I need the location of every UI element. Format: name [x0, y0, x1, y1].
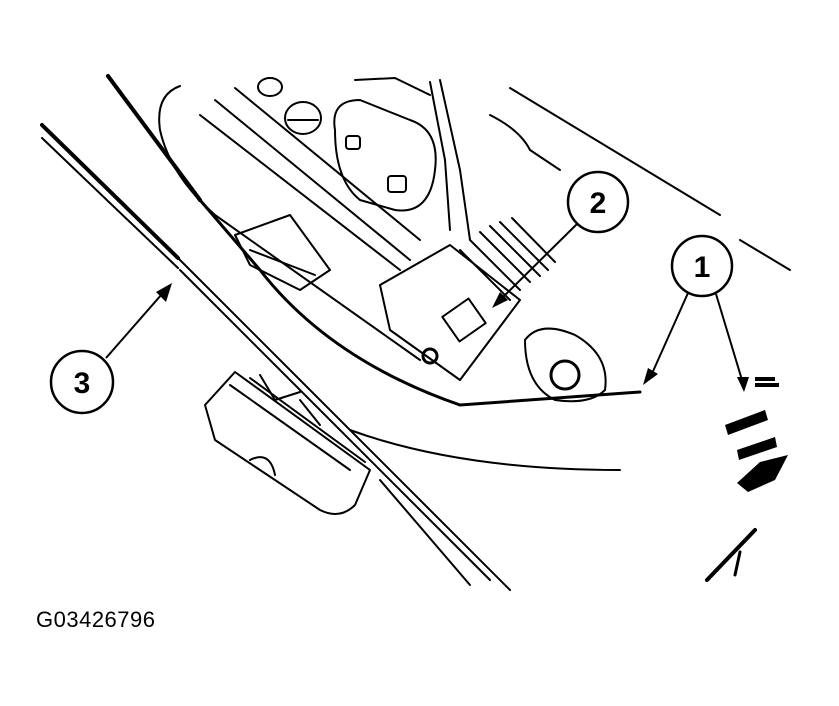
direction-arrow-icon	[725, 377, 788, 492]
callout-2-label: 2	[590, 187, 607, 220]
drawing-lines	[40, 74, 791, 591]
callout-3: 3	[49, 283, 172, 415]
callout-1-label: 1	[694, 251, 711, 284]
figure-id: G03426796	[36, 607, 156, 632]
callout-2: 2	[492, 170, 630, 308]
callout-1: 1	[643, 234, 749, 392]
callout-3-label: 3	[74, 367, 91, 400]
